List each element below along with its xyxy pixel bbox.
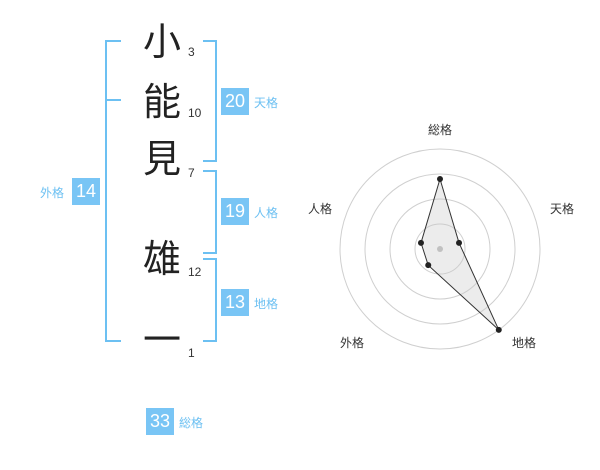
name-char-2: 能 [142, 80, 181, 124]
name-char-5: 一 [142, 318, 181, 362]
radar-axis-label-gaikaku: 外格 [340, 336, 365, 350]
stroke-count-2: 10 [188, 106, 202, 120]
tenkaku-value: 20 [221, 88, 249, 115]
jinkaku-label: 人格 [254, 206, 279, 220]
radar-series-polygon [420, 177, 500, 331]
radar-center [437, 246, 443, 252]
stroke-count-1: 3 [188, 45, 195, 59]
name-char-3: 見 [142, 137, 181, 181]
tenkaku-label: 天格 [254, 96, 279, 110]
radar-ring-3 [364, 173, 516, 325]
radar-ring-2 [389, 198, 491, 300]
soukaku-label: 総格 [179, 416, 204, 430]
radar-axis-label-soukaku: 総格 [428, 123, 453, 137]
chikaku-label: 地格 [254, 297, 279, 311]
stroke-count-4: 12 [188, 265, 202, 279]
tenkaku-bracket [203, 40, 217, 162]
gaikaku-value: 14 [72, 178, 100, 205]
radar-ring-1 [414, 223, 466, 275]
stroke-count-3: 7 [188, 166, 195, 180]
soukaku-value: 33 [146, 408, 174, 435]
jinkaku-bracket [203, 170, 217, 254]
radar-point-2 [495, 326, 502, 333]
name-char-1: 小 [142, 20, 181, 64]
radar-point-0 [437, 176, 443, 182]
radar-axis-label-chikaku: 地格 [512, 336, 537, 350]
radar-axis-label-tenkaku: 天格 [550, 202, 575, 216]
radar-ring-4 [339, 148, 541, 350]
radar-point-4 [417, 239, 424, 246]
jinkaku-value: 19 [221, 198, 249, 225]
chikaku-bracket [203, 258, 217, 342]
name-char-4: 雄 [142, 237, 181, 281]
chikaku-value: 13 [221, 289, 249, 316]
gaikaku-label: 外格 [40, 186, 65, 200]
gaikaku-bracket-tick [105, 99, 121, 101]
radar-point-1 [456, 239, 463, 246]
radar-point-3 [425, 262, 432, 269]
gaikaku-bracket [105, 40, 121, 342]
radar-axis-label-jinkaku: 人格 [308, 202, 333, 216]
stroke-count-5: 1 [188, 346, 195, 360]
